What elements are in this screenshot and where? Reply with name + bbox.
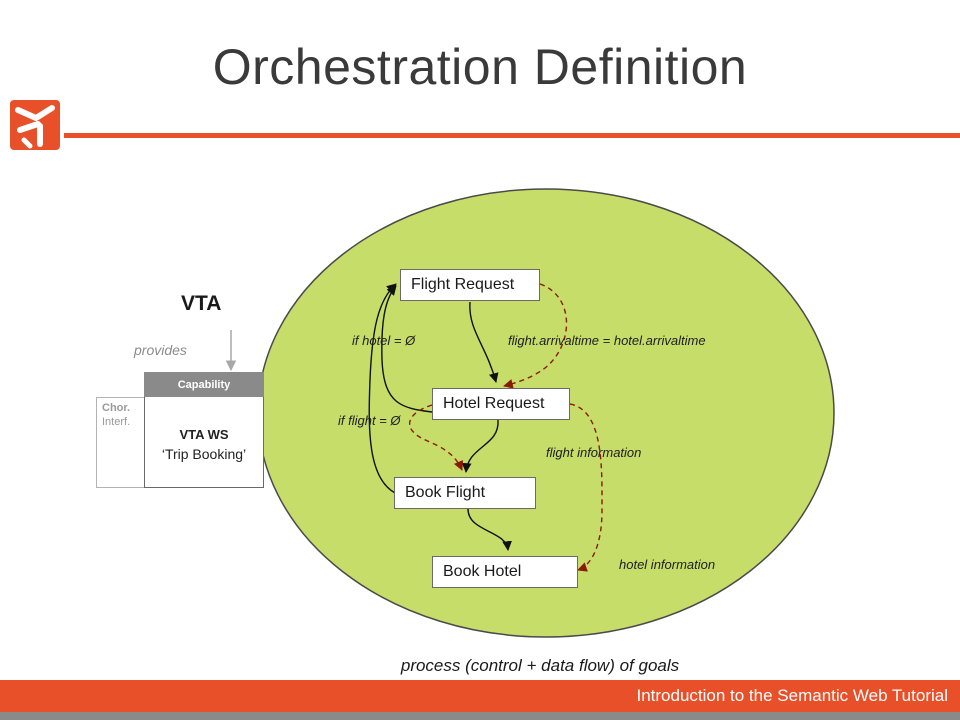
provides-label: provides bbox=[134, 342, 187, 358]
logo-icon bbox=[10, 100, 60, 150]
control-flow-flight-to-hotel bbox=[469, 301, 499, 383]
chor-label: Chor. bbox=[102, 402, 131, 414]
node-book-hotel: Book Hotel bbox=[432, 556, 578, 588]
footer-bar: Introduction to the Semantic Web Tutoria… bbox=[0, 680, 960, 712]
interf-label: Interf. bbox=[102, 416, 131, 428]
label-if-flight: if flight = Ø bbox=[338, 413, 401, 428]
capability-header: Capability bbox=[144, 372, 264, 397]
control-flow-hotel-to-bookflight bbox=[461, 419, 499, 473]
label-hotel-information: hotel information bbox=[619, 557, 716, 572]
web-service-subtitle: ‘Trip Booking’ bbox=[161, 446, 247, 462]
node-book-flight: Book Flight bbox=[394, 477, 536, 509]
control-flow-loop-if-flight bbox=[368, 283, 397, 494]
slide-title: Orchestration Definition bbox=[212, 39, 748, 95]
label-arrivaltime: flight.arrivaltime = hotel.arrivaltime bbox=[508, 333, 706, 348]
label-flight-information: flight information bbox=[546, 445, 642, 460]
web-service-box bbox=[144, 397, 264, 488]
node-flight-request: Flight Request bbox=[400, 269, 540, 301]
footer-strip bbox=[0, 712, 960, 720]
control-flow-bookflight-to-bookhotel bbox=[467, 508, 512, 551]
footer-text: Introduction to the Semantic Web Tutoria… bbox=[636, 686, 948, 705]
choreography-interface-box bbox=[96, 397, 144, 488]
vta-title: VTA bbox=[181, 292, 222, 315]
diagram-caption: process (control + data flow) of goals bbox=[400, 656, 680, 675]
label-if-hotel: if hotel = Ø bbox=[352, 333, 416, 348]
data-flow-flight-information bbox=[408, 404, 463, 471]
title-rule bbox=[64, 133, 960, 138]
web-service-name: VTA WS bbox=[179, 427, 229, 442]
control-flow-loop-if-hotel bbox=[381, 285, 433, 413]
node-hotel-request: Hotel Request bbox=[432, 388, 570, 420]
data-flow-arrivaltime bbox=[503, 283, 568, 389]
